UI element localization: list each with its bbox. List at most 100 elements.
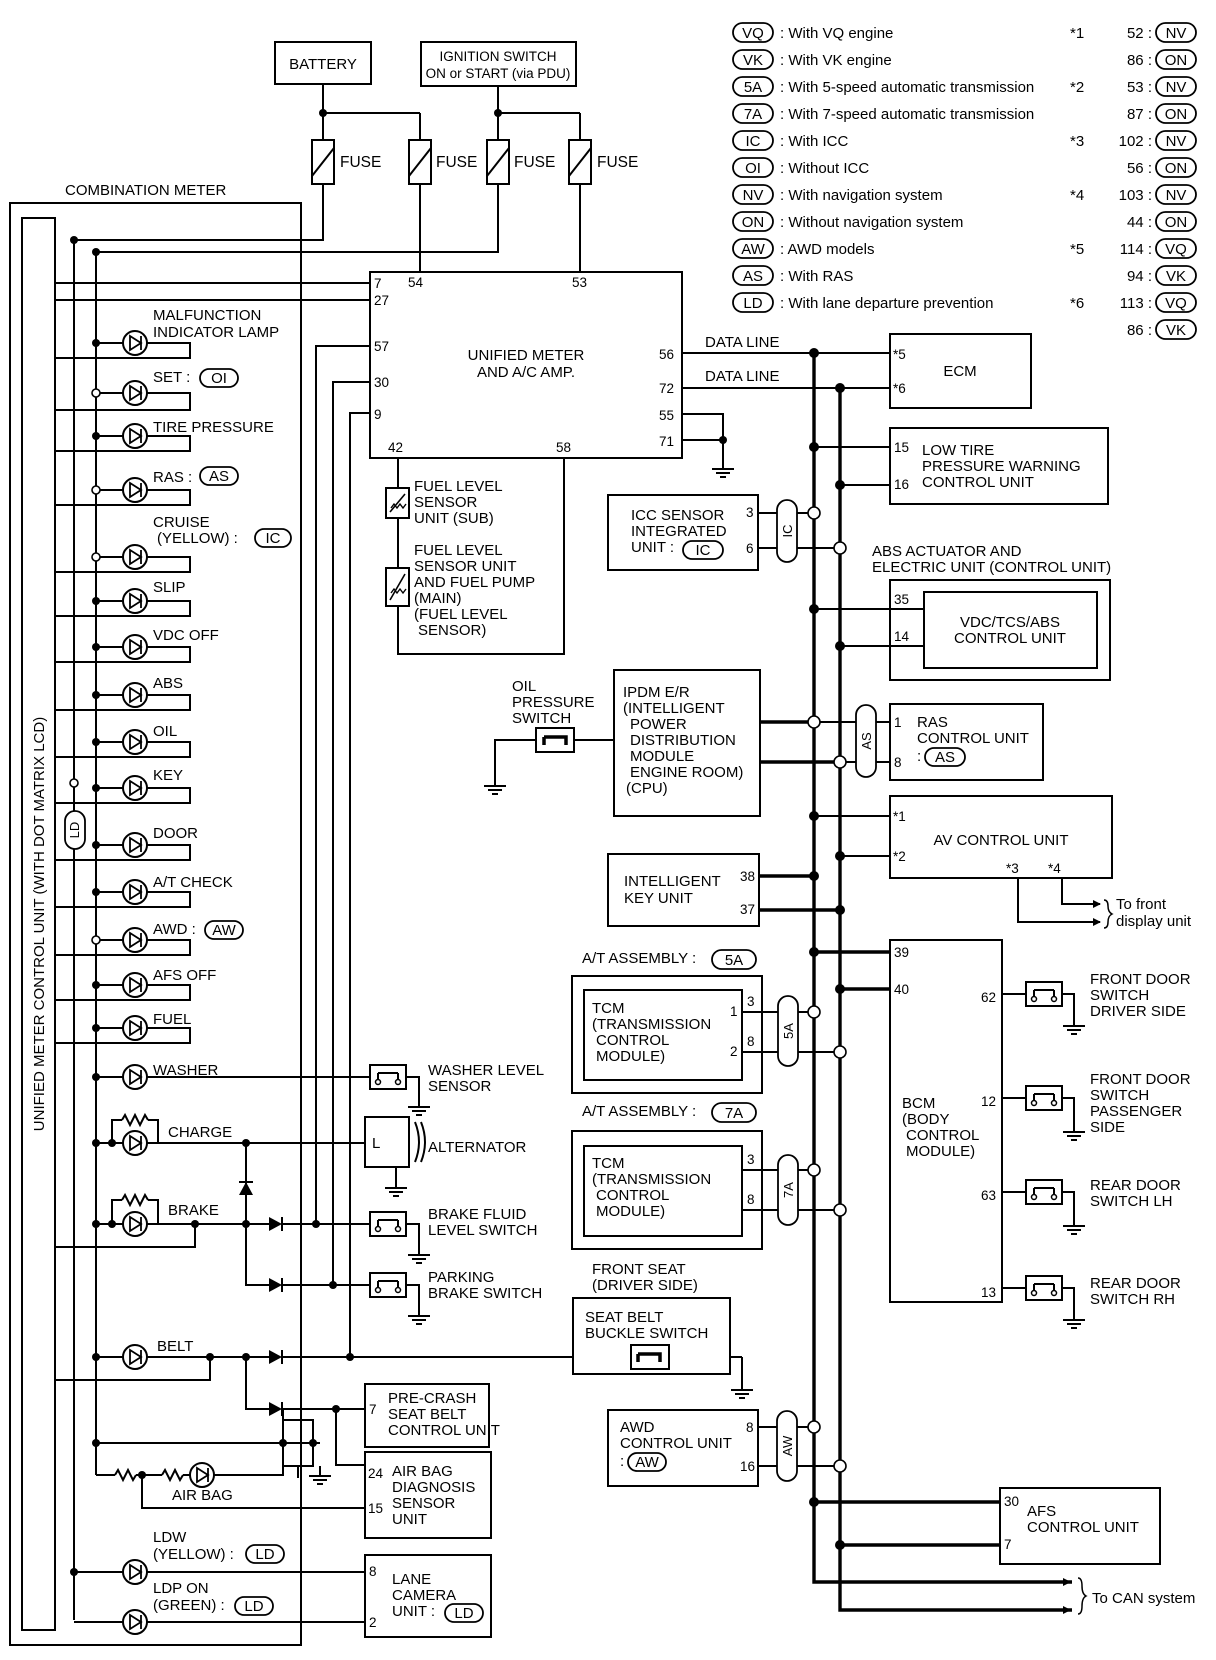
fuse-label: FUSE [597, 154, 638, 171]
svg-text:113 :: 113 : [1120, 295, 1152, 312]
svg-text:5A: 5A [725, 952, 743, 969]
svg-text:*2: *2 [1070, 79, 1084, 96]
amp-title: AND A/C AMP. [477, 364, 575, 381]
brake-fluid-level-switch: BRAKE FLUID LEVEL SWITCH [369, 1206, 537, 1264]
ras-box [889, 703, 1044, 781]
legend-text: : With ICC [780, 133, 849, 150]
lamp-icon [122, 1211, 148, 1237]
svg-text:MODULE: MODULE [630, 748, 694, 765]
ld-connector-oval [64, 810, 86, 850]
svg-text:PRESSURE: PRESSURE [512, 694, 595, 711]
svg-text::: : [620, 1453, 624, 1470]
fuel-main-label: AND FUEL PUMP [414, 574, 535, 591]
legend-row: NV: With navigation system [732, 184, 943, 205]
legend-row: AS: With RAS [732, 265, 853, 286]
alternator: L ALTERNATOR [364, 1116, 527, 1197]
fuse-label: FUSE [514, 154, 555, 171]
oil-switch-box [535, 727, 575, 753]
lamp-icon [122, 879, 148, 905]
legend-row: 7A: With 7-speed automatic transmission [732, 103, 1034, 124]
svg-text:MODULE): MODULE) [596, 1203, 665, 1220]
svg-text:CONTROL UNIT: CONTROL UNIT [917, 730, 1029, 747]
fuel-main-label: (FUEL LEVEL [414, 606, 508, 623]
lamp-icon [122, 1015, 148, 1041]
ground-icon [483, 775, 507, 795]
front-door-switch-driver: FRONT DOOR SWITCH DRIVER SIDE [1002, 971, 1191, 1035]
svg-text:LANE: LANE [392, 1571, 431, 1588]
svg-text:POWER: POWER [630, 716, 687, 733]
ldp-code: LD [244, 1598, 263, 1615]
note-row: 44 :ON [1127, 211, 1197, 232]
note-row: 56 :ON [1127, 157, 1197, 178]
legend-code: VK [743, 52, 763, 69]
svg-text:SEAT BELT: SEAT BELT [388, 1406, 466, 1423]
switch-icon [369, 1211, 407, 1237]
svg-text:53 :: 53 : [1127, 79, 1152, 96]
svg-text:INTELLIGENT: INTELLIGENT [624, 873, 721, 890]
svg-text:DRIVER SIDE: DRIVER SIDE [1090, 1003, 1186, 1020]
svg-text:35: 35 [894, 592, 909, 607]
lamp-slip: SLIP [55, 579, 191, 617]
cruise-label: CRUISE [153, 514, 210, 531]
switch-icon [369, 1272, 407, 1298]
svg-text:FRONT DOOR: FRONT DOOR [1090, 971, 1191, 988]
lamp-key: KEY [55, 767, 191, 804]
legend-row: ON: Without navigation system [732, 211, 963, 232]
svg-text:7: 7 [1004, 1537, 1012, 1552]
svg-text:PARKING: PARKING [428, 1269, 494, 1286]
svg-text:103 :: 103 : [1119, 187, 1152, 204]
data-line-label: DATA LINE [705, 368, 779, 385]
svg-text:3: 3 [747, 1152, 755, 1167]
icc-box [607, 494, 759, 571]
svg-text:114 :: 114 : [1120, 241, 1152, 258]
svg-text:VDC/TCS/ABS: VDC/TCS/ABS [960, 614, 1060, 631]
note-row: 87 :ON [1127, 103, 1197, 124]
lamp-oil: OIL [55, 723, 191, 758]
fuse-icon [568, 139, 592, 185]
svg-text:display unit: display unit [1116, 913, 1192, 930]
svg-text:SENSOR: SENSOR [428, 1078, 492, 1095]
alternator-box [364, 1116, 410, 1168]
awd-label: AWD : [153, 921, 196, 938]
ecm-box [889, 333, 1032, 409]
svg-text:AW: AW [780, 1435, 795, 1456]
svg-text:42: 42 [388, 440, 403, 455]
battery-label: BATTERY [289, 56, 357, 73]
svg-text:CONTROL UNIT: CONTROL UNIT [1027, 1519, 1139, 1536]
fuse-label: FUSE [436, 154, 477, 171]
lamp-icon [122, 729, 148, 755]
svg-text:AWD: AWD [620, 1419, 655, 1436]
svg-text:CONTROL UNIT: CONTROL UNIT [922, 474, 1034, 491]
svg-text:VQ: VQ [1165, 241, 1187, 258]
legend-text: : With 7-speed automatic transmission [780, 106, 1034, 123]
svg-text:SWITCH: SWITCH [512, 710, 571, 727]
svg-text:(TRANSMISSION: (TRANSMISSION [592, 1171, 711, 1188]
svg-text:3: 3 [747, 994, 755, 1009]
note-row: 86 :VK [1127, 319, 1197, 340]
svg-text:14: 14 [894, 629, 910, 644]
svg-text:BRAKE SWITCH: BRAKE SWITCH [428, 1285, 542, 1302]
lamp-icon [122, 972, 148, 998]
svg-text:SENSOR: SENSOR [392, 1495, 456, 1512]
legend-code: OI [745, 160, 761, 177]
ground-icon [407, 1305, 431, 1325]
lamp-afs-off: AFS OFF [55, 967, 216, 1001]
svg-text:ON: ON [1165, 214, 1188, 231]
ipdm-er: IPDM E/R (INTELLIGENT POWER DISTRIBUTION… [613, 669, 847, 817]
combination-meter: COMBINATION METER UNIFIED METER CONTROL … [9, 182, 742, 1646]
awd-control-unit: AWD CONTROL UNIT : AW 8 16 AW [607, 1409, 847, 1487]
lamp-brake: BRAKE [55, 1192, 270, 1248]
svg-text:12: 12 [981, 1094, 996, 1109]
mil-label: INDICATOR LAMP [153, 324, 279, 341]
svg-text:CONTROL UNIT: CONTROL UNIT [388, 1422, 500, 1439]
afs-control-unit: AFS CONTROL UNIT 30 7 [809, 1487, 1161, 1565]
legend-row: AW: AWD models [732, 238, 874, 259]
svg-text:5A: 5A [781, 1023, 796, 1039]
svg-text:To front: To front [1116, 896, 1167, 913]
svg-text:15: 15 [894, 440, 909, 455]
svg-text:13: 13 [981, 1285, 996, 1300]
lamp-awd: AWD : AW [55, 920, 244, 956]
note-row: 86 :ON [1127, 49, 1197, 70]
svg-text:BCM: BCM [902, 1095, 935, 1112]
